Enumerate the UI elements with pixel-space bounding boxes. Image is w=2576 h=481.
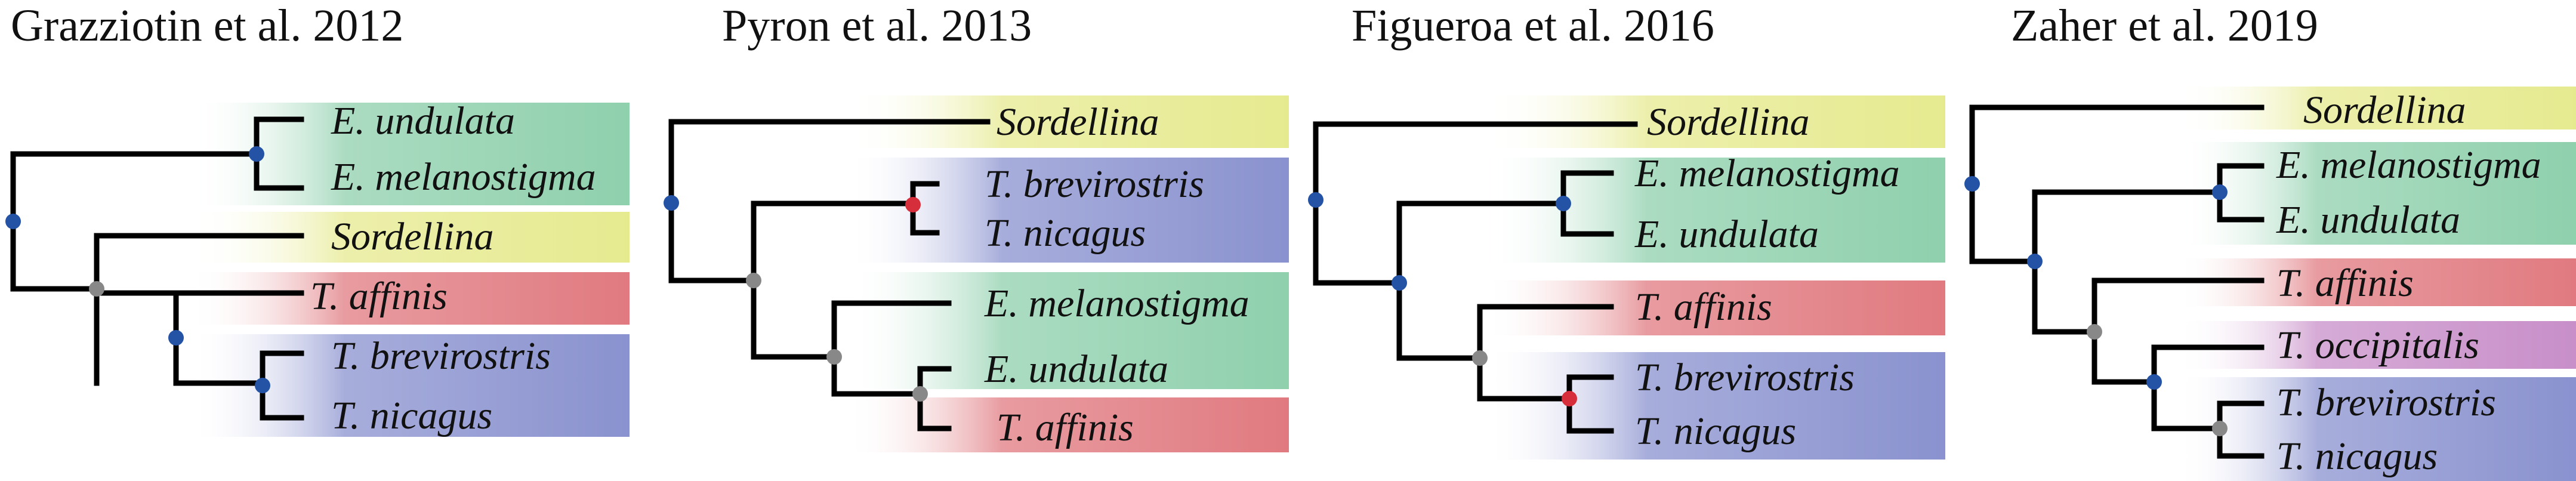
- taxon-label: E. melanostigma: [1634, 152, 1900, 195]
- taxon-label: T. brevirostris: [2276, 381, 2496, 424]
- node-circle: [2212, 421, 2228, 436]
- node-circle: [2087, 324, 2102, 340]
- node-circle: [2212, 184, 2228, 200]
- node-circle: [249, 146, 264, 162]
- taxon-label: E. undulata: [2276, 198, 2460, 242]
- node-circle: [1562, 391, 1577, 406]
- node-circle: [255, 378, 270, 393]
- node-circle: [826, 349, 842, 365]
- node-circle: [1556, 196, 1571, 211]
- taxon-label: T. brevirostris: [985, 162, 1204, 206]
- node-circle: [168, 330, 184, 346]
- clade-box-blue: [1486, 352, 1945, 460]
- node-circle: [1308, 192, 1324, 208]
- tree-panel-figueroa: Figueroa et al. 2016 Sordellina E. melan…: [1308, 1, 1945, 460]
- tree-title: Figueroa et al. 2016: [1352, 1, 1714, 51]
- taxon-label: E. undulata: [1634, 212, 1819, 256]
- taxon-label: T. affinis: [310, 275, 448, 318]
- taxon-label: E. undulata: [331, 99, 515, 143]
- taxon-label: T. occipitalis: [2276, 323, 2479, 367]
- taxon-label: T. affinis: [1635, 285, 1772, 329]
- node-circle: [905, 197, 921, 212]
- clade-box-red: [191, 272, 630, 325]
- clade-box-green: [2178, 142, 2576, 245]
- taxon-label: E. melanostigma: [331, 155, 596, 199]
- taxon-label: T. affinis: [2276, 261, 2414, 305]
- tree-title: Grazziotin et al. 2012: [11, 1, 403, 51]
- node-circle: [1392, 275, 1407, 291]
- clade-box-blue: [847, 158, 1289, 263]
- clade-box-blue: [2178, 377, 2576, 481]
- taxon-label: Sordellina: [331, 215, 494, 258]
- taxon-label: E. melanostigma: [2276, 143, 2541, 187]
- node-circle: [5, 214, 21, 229]
- node-circle: [1472, 350, 1488, 366]
- tree-title: Zaher et al. 2019: [2011, 1, 2318, 51]
- taxon-label: Sordellina: [2303, 88, 2466, 132]
- taxon-label: Sordellina: [1647, 100, 1810, 144]
- tree-panel-pyron: Pyron et al. 2013 Sordellina T. breviros…: [664, 1, 1289, 452]
- tree-title: Pyron et al. 2013: [722, 1, 1032, 51]
- node-circle: [746, 273, 761, 288]
- taxon-label: T. nicagus: [331, 394, 492, 437]
- node-circle: [1964, 176, 1980, 192]
- taxon-label: E. undulata: [984, 347, 1168, 391]
- tree-panel-zaher: Zaher et al. 2019 Sordellina E. melanost…: [1964, 1, 2576, 481]
- taxon-label: T. affinis: [997, 406, 1134, 449]
- taxon-label: T. brevirostris: [331, 334, 551, 378]
- node-circle: [2146, 374, 2162, 390]
- taxon-label: T. nicagus: [2276, 434, 2438, 478]
- taxon-label: T. nicagus: [985, 211, 1146, 255]
- taxon-label: T. nicagus: [1635, 409, 1796, 453]
- tree-panel-grazziotin: Grazziotin et al. 2012 E. undulata E. me…: [5, 1, 630, 437]
- taxon-label: T. brevirostris: [1635, 356, 1855, 399]
- node-circle: [89, 281, 104, 297]
- node-circle: [912, 386, 928, 402]
- taxon-label: E. melanostigma: [984, 282, 1250, 325]
- node-circle: [2027, 254, 2043, 269]
- node-circle: [664, 195, 679, 211]
- taxon-label: Sordellina: [997, 100, 1159, 144]
